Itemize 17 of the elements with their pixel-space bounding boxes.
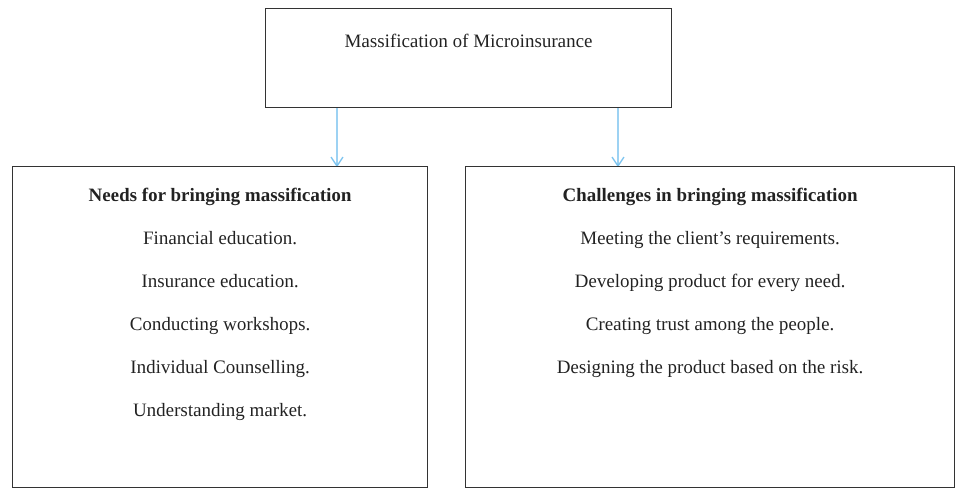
text-box <box>465 166 955 488</box>
list-item: Meeting the client’s requirements. <box>580 228 840 250</box>
box-heading: Challenges in bringing massification <box>562 185 858 207</box>
list-item: Financial education. <box>142 228 298 250</box>
list-item: Insurance education. <box>141 271 299 293</box>
list-item: Conducting workshops. <box>130 314 310 336</box>
text-box <box>12 166 428 488</box>
arrow <box>611 108 625 167</box>
list-item: Designing the product based on the risk. <box>556 357 864 379</box>
box-heading: Needs for bringing massification <box>88 185 352 207</box>
arrow <box>330 108 344 167</box>
list-item: Creating trust among the people. <box>586 314 834 336</box>
box-heading: Massification of Microinsurance <box>344 31 592 53</box>
list-item: Individual Counselling. <box>130 357 310 379</box>
list-item: Understanding market. <box>132 400 308 422</box>
list-item: Developing product for every need. <box>574 271 846 293</box>
text-box <box>265 8 672 108</box>
